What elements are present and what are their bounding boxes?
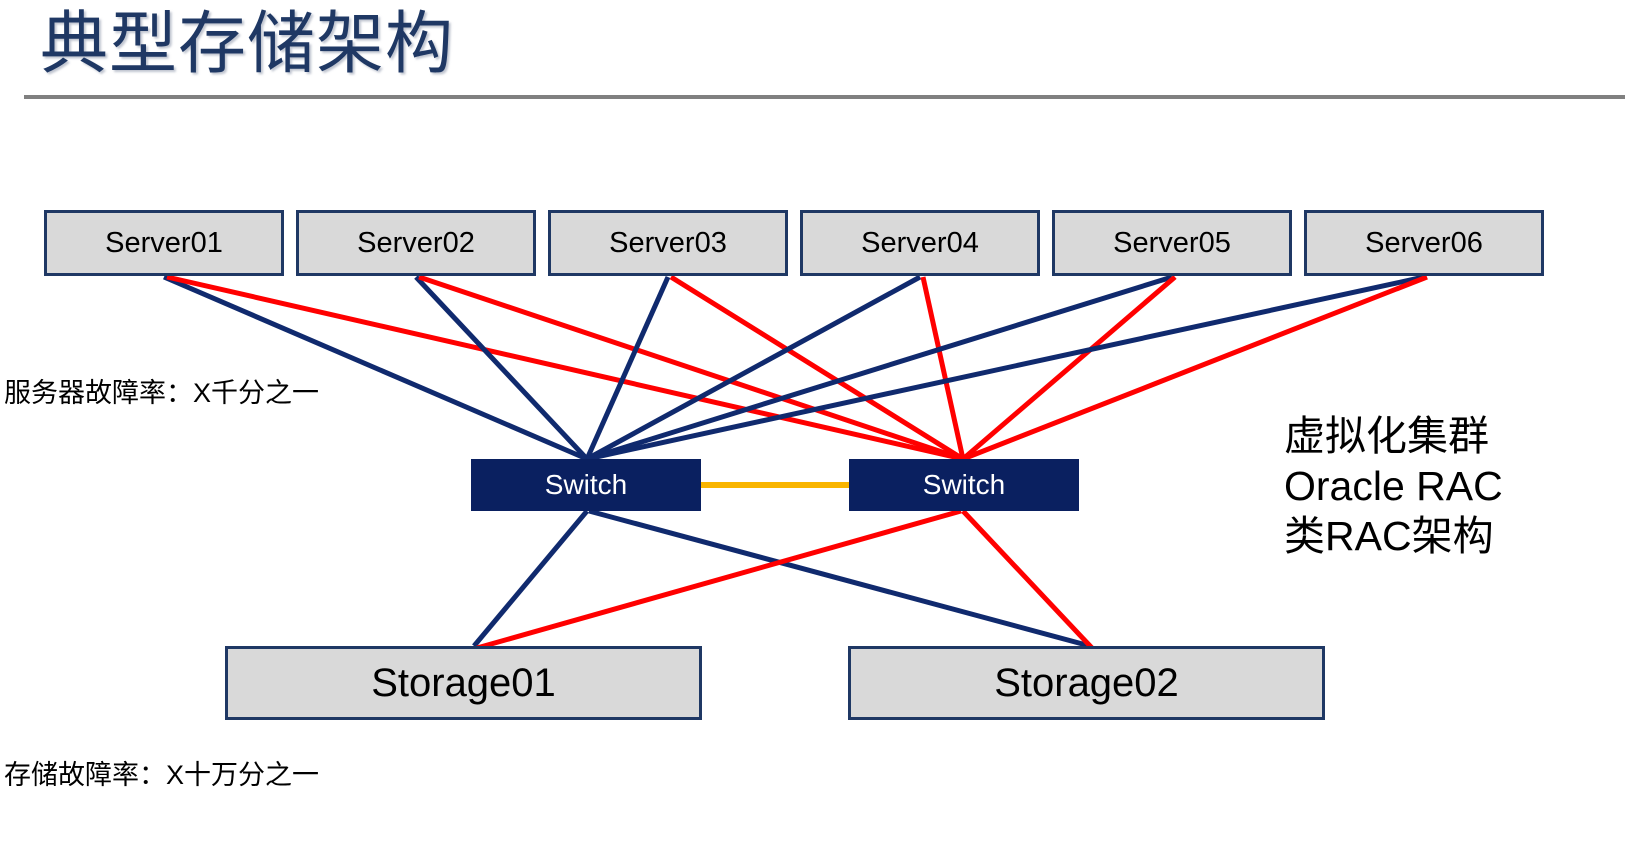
link-server05-to-switch-right [961,275,1177,461]
link-server02-to-switch-left [414,275,589,461]
node-storage01-label: Storage01 [371,660,556,705]
link-server03-to-switch-left [584,275,671,461]
link-server06-to-switch-right [962,274,1428,462]
link-server02-to-switch-right [418,274,964,462]
node-storage02[interactable]: Storage02 [848,646,1325,720]
link-server05-to-switch-left [586,274,1173,462]
link-server01-to-switch-left [163,274,588,462]
link-switch-left-to-storage02 [588,508,1091,649]
link-server04-to-switch-right [920,276,966,460]
link-switch-right-to-storage01 [476,508,962,651]
cluster-annotation-line-1: 虚拟化集群 [1284,413,1489,459]
link-server03-to-switch-right [669,274,965,462]
node-server06-label: Server06 [1365,226,1483,259]
node-server01-label: Server01 [105,226,223,259]
link-server06-to-switch-left [586,274,1425,462]
note-server-failure-rate: 服务器故障率：X千分之一 [4,378,320,408]
node-storage01[interactable]: Storage01 [225,646,702,720]
node-server04-label: Server04 [861,226,979,259]
node-server02-label: Server02 [357,226,475,259]
switch-to-storage-links [472,508,1094,651]
server-to-switch-links [163,274,1428,462]
node-server01[interactable]: Server01 [44,210,284,276]
node-switch-left[interactable]: Switch [471,459,701,511]
node-server03[interactable]: Server03 [548,210,788,276]
node-switch-right[interactable]: Switch [849,459,1079,511]
node-server06[interactable]: Server06 [1304,210,1544,276]
node-server05-label: Server05 [1113,226,1231,259]
link-server01-to-switch-right [166,274,964,462]
link-switch-left-to-storage01 [472,509,589,648]
cluster-annotation: 虚拟化集群 Oracle RAC 类RAC架构 [1284,411,1503,561]
node-switch-left-label: Switch [544,469,628,500]
node-server03-label: Server03 [609,226,727,259]
node-server04[interactable]: Server04 [800,210,1040,276]
note-storage-failure-rate: 存储故障率：X十万分之一 [4,760,320,790]
node-storage02-label: Storage02 [994,660,1179,705]
page-title: 典型存储架构 [40,6,455,82]
title-divider [24,95,1625,99]
link-switch-right-to-storage02 [961,509,1094,650]
cluster-annotation-line-2: Oracle RAC [1284,463,1503,509]
node-server05[interactable]: Server05 [1052,210,1292,276]
node-switch-right-label: Switch [922,469,1006,500]
cluster-annotation-line-3: 类RAC架构 [1284,513,1494,559]
node-server02[interactable]: Server02 [296,210,536,276]
link-server04-to-switch-left [585,274,922,462]
